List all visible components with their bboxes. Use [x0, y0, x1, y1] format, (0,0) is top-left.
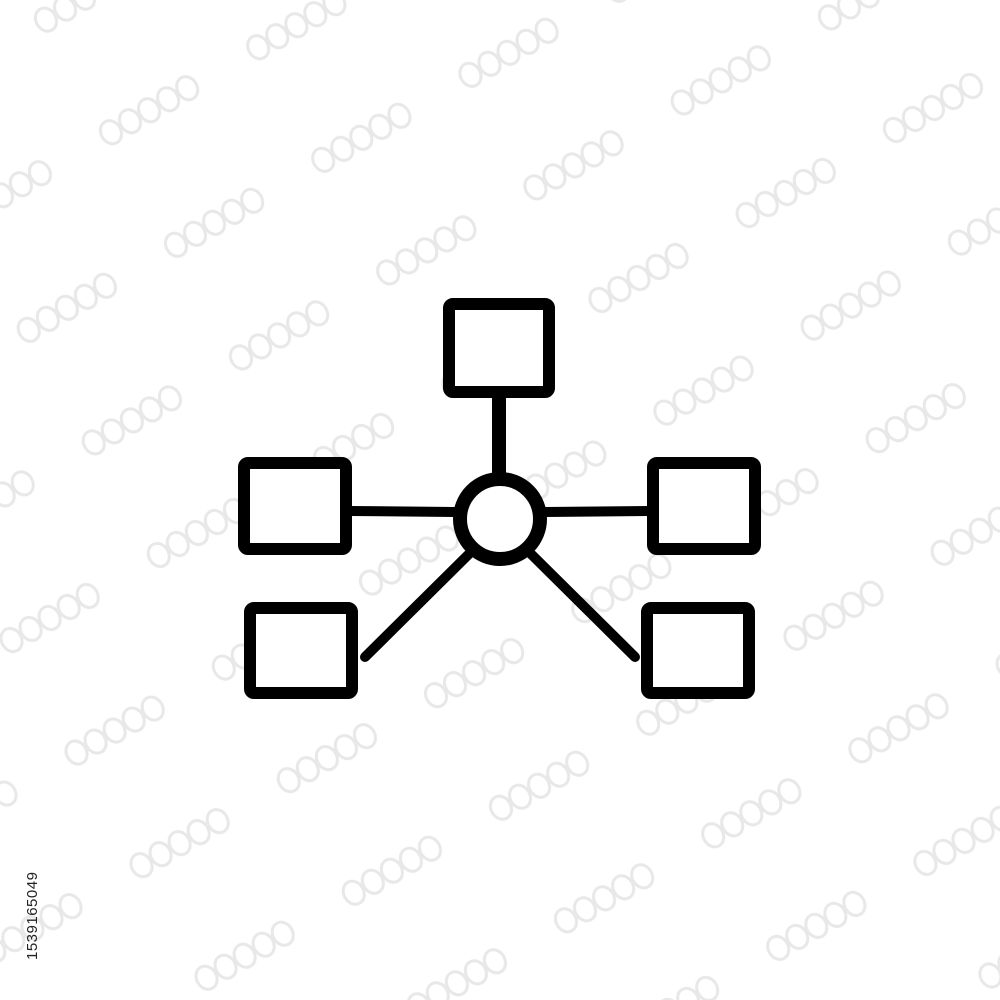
stock-image-id: 1539165049	[24, 871, 41, 960]
node-bottom-right	[641, 602, 755, 699]
node-top	[443, 298, 555, 398]
connector-left	[345, 506, 460, 517]
node-bottom-left	[244, 602, 358, 699]
connector-bottom-right	[525, 548, 640, 662]
hub-circle	[453, 472, 547, 566]
connector-right	[540, 506, 655, 517]
connector-bottom-left	[360, 548, 475, 662]
node-right	[647, 457, 761, 555]
node-left	[238, 457, 352, 555]
